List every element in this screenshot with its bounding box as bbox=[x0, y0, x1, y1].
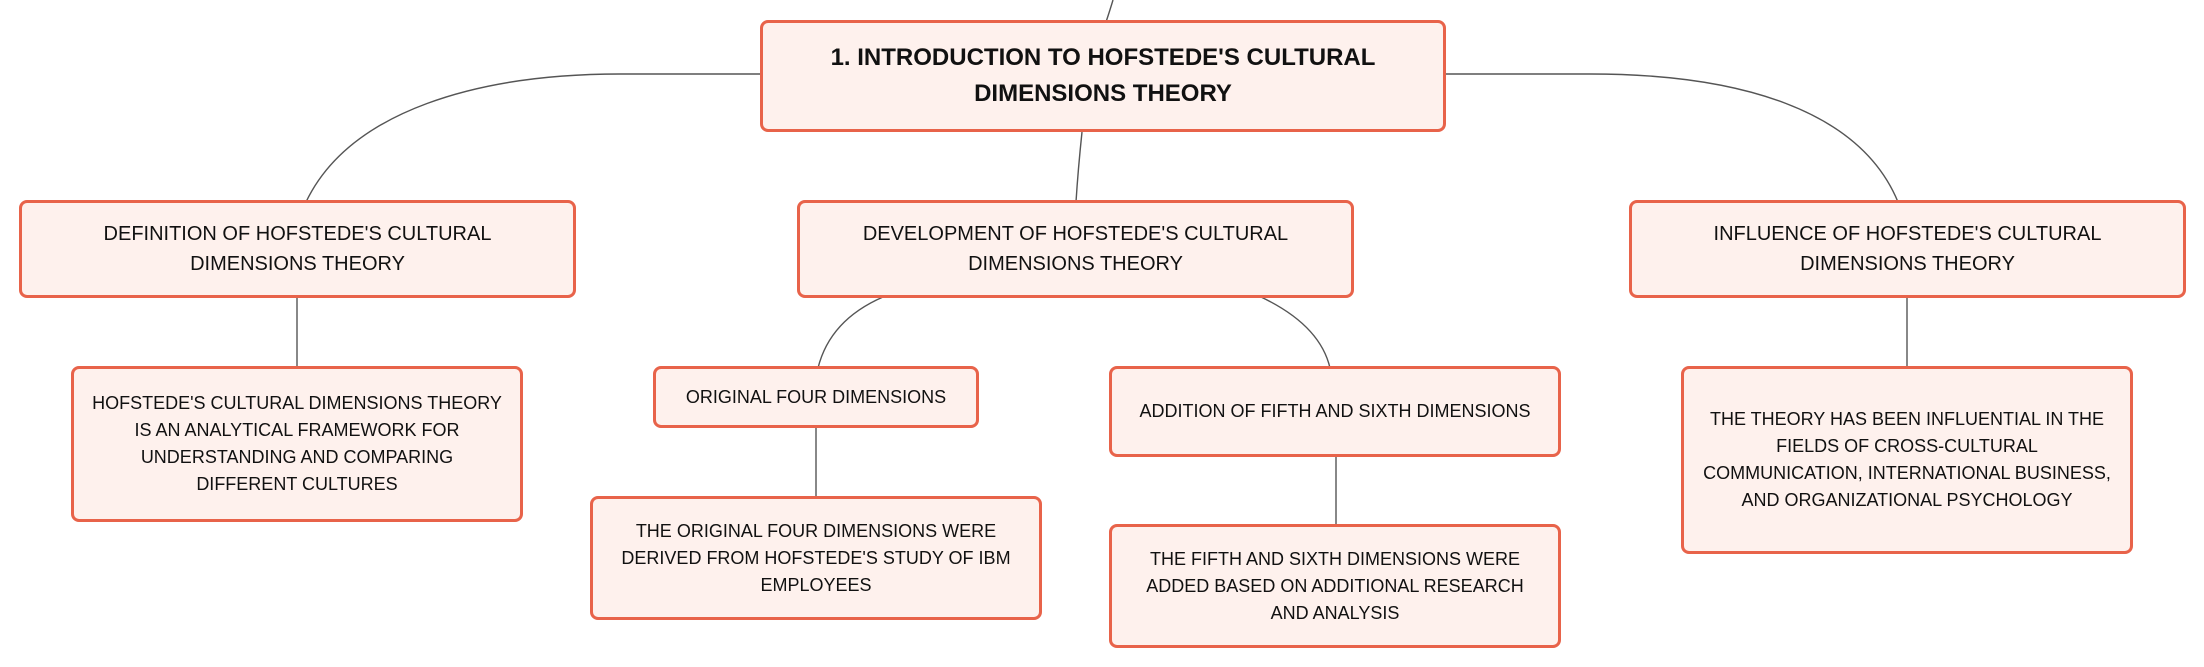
original-four-detail-node[interactable]: THE ORIGINAL FOUR DIMENSIONS WERE DERIVE… bbox=[590, 496, 1042, 620]
definition-topic-node[interactable]: DEFINITION OF HOFSTEDE'S CULTURAL DIMENS… bbox=[19, 200, 576, 298]
connector-root-development bbox=[1075, 131, 1083, 203]
influence-detail-node[interactable]: THE THEORY HAS BEEN INFLUENTIAL IN THE F… bbox=[1681, 366, 2133, 554]
fifth-sixth-detail-node[interactable]: THE FIFTH AND SIXTH DIMENSIONS WERE ADDE… bbox=[1109, 524, 1561, 648]
fifth-sixth-dimensions-node[interactable]: ADDITION OF FIFTH AND SIXTH DIMENSIONS bbox=[1109, 366, 1561, 457]
original-four-dimensions-node[interactable]: ORIGINAL FOUR DIMENSIONS bbox=[653, 366, 979, 428]
connector-development-original bbox=[817, 296, 884, 369]
original-four-dimensions-label: ORIGINAL FOUR DIMENSIONS bbox=[685, 386, 947, 407]
root-topic-node[interactable]: 1. INTRODUCTION TO HOFSTEDE'S CULTURAL D… bbox=[760, 20, 1446, 132]
development-topic-node[interactable]: DEVELOPMENT OF HOFSTEDE'S CULTURAL DIMEN… bbox=[797, 200, 1354, 298]
connector-root-definition bbox=[305, 73, 762, 203]
connector-root-parent bbox=[1105, 0, 1114, 23]
influence-topic-label: INFLUENCE OF HOFSTEDE'S CULTURAL DIMENSI… bbox=[1713, 223, 2102, 275]
influence-detail-text: THE THEORY HAS BEEN INFLUENTIAL IN THE F… bbox=[1703, 409, 2111, 510]
development-topic-label: DEVELOPMENT OF HOFSTEDE'S CULTURAL DIMEN… bbox=[862, 223, 1289, 275]
fifth-sixth-dimensions-label: ADDITION OF FIFTH AND SIXTH DIMENSIONS bbox=[1139, 401, 1531, 421]
root-topic-label: 1. INTRODUCTION TO HOFSTEDE'S CULTURAL D… bbox=[830, 44, 1376, 107]
definition-detail-node[interactable]: HOFSTEDE'S CULTURAL DIMENSIONS THEORY IS… bbox=[71, 366, 523, 522]
connector-development-fifth bbox=[1260, 296, 1331, 369]
influence-topic-node[interactable]: INFLUENCE OF HOFSTEDE'S CULTURAL DIMENSI… bbox=[1629, 200, 2186, 298]
connector-root-influence bbox=[1444, 73, 1899, 203]
original-four-detail-text: THE ORIGINAL FOUR DIMENSIONS WERE DERIVE… bbox=[621, 520, 1011, 595]
definition-detail-text: HOFSTEDE'S CULTURAL DIMENSIONS THEORY IS… bbox=[92, 393, 502, 494]
fifth-sixth-detail-text: THE FIFTH AND SIXTH DIMENSIONS WERE ADDE… bbox=[1146, 548, 1524, 623]
definition-topic-label: DEFINITION OF HOFSTEDE'S CULTURAL DIMENS… bbox=[103, 223, 492, 275]
